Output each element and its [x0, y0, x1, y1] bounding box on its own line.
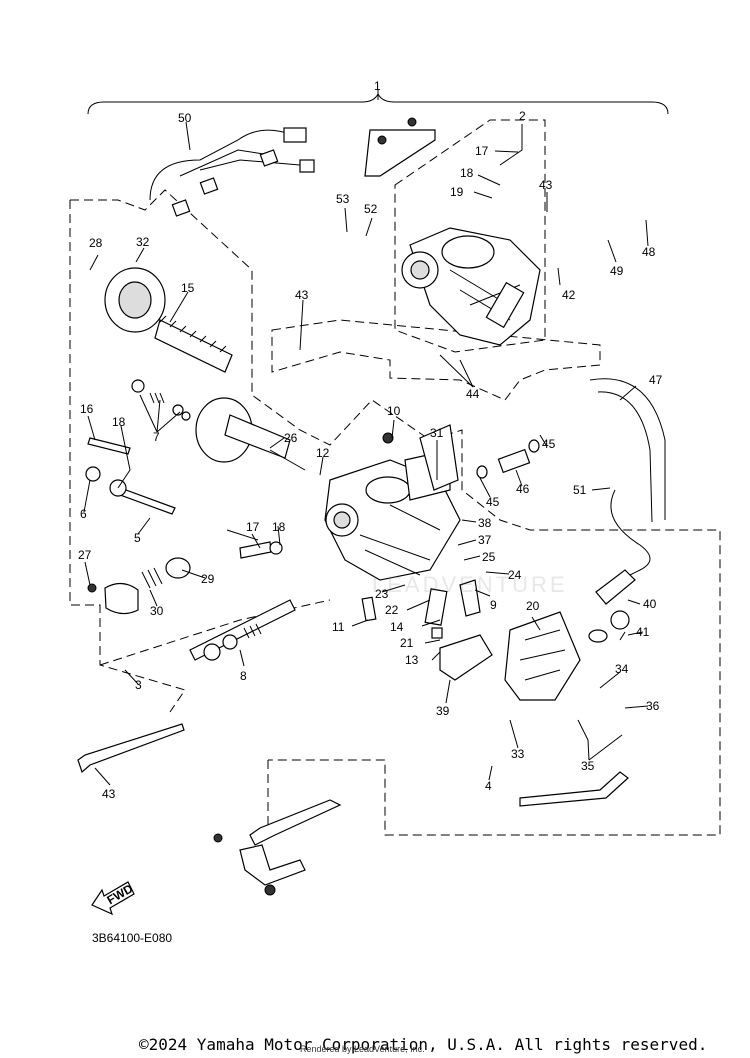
- hoses: [419, 378, 666, 523]
- callout-21: 21: [400, 636, 414, 650]
- wire-harness: [149, 127, 315, 217]
- callout-20: 20: [526, 599, 540, 613]
- callout-23: 23: [375, 587, 389, 601]
- bracket-and-plates: [77, 723, 342, 896]
- callout-49: 49: [610, 264, 624, 278]
- callout-7: 7: [153, 430, 160, 444]
- float-parts: [361, 579, 493, 681]
- jets-and-springs: [85, 379, 296, 661]
- callout-40: 40: [643, 597, 657, 611]
- callout-12: 12: [316, 446, 330, 460]
- callout-30: 30: [150, 604, 164, 618]
- callout-10: 10: [387, 404, 401, 418]
- callout-11: 11: [332, 620, 345, 634]
- callout-50: 50: [178, 111, 192, 125]
- callout-9: 9: [490, 598, 497, 612]
- callout-51: 51: [573, 483, 587, 497]
- watermark: LEADVENTURE: [372, 572, 568, 597]
- callout-6: 6: [80, 507, 87, 521]
- callout-26: 26: [284, 431, 298, 445]
- callout-45-lower: 45: [486, 495, 500, 509]
- callout-34: 34: [615, 662, 629, 676]
- callout-53: 53: [336, 192, 350, 206]
- callout-33: 33: [511, 747, 525, 761]
- callout-52: 52: [364, 202, 378, 216]
- callout-48: 48: [642, 245, 656, 259]
- throttle-cable-and-sensor: [519, 489, 651, 807]
- callout-14: 14: [390, 620, 404, 634]
- callout-42: 42: [562, 288, 576, 302]
- rendered-by: Rendered by LeadVenture, Inc.: [300, 1044, 425, 1054]
- callout-38: 38: [478, 516, 492, 530]
- callout-43-upper: 43: [539, 178, 553, 192]
- float-chamber-cover: [504, 611, 581, 701]
- fwd-arrow: FWD: [91, 881, 136, 916]
- callout-5: 5: [134, 531, 141, 545]
- callout-labels: 1 2 3 4 5 6 7 8 9 10 11 12 13 14 15 16 1…: [78, 79, 663, 801]
- callout-22: 22: [385, 603, 399, 617]
- callout-13: 13: [405, 653, 419, 667]
- callout-15: 15: [181, 281, 195, 295]
- callout-1: 1: [374, 79, 381, 93]
- callout-45-upper: 45: [542, 437, 556, 451]
- callout-16: 16: [80, 402, 94, 416]
- diagram-code: 3B64100-E080: [92, 931, 173, 945]
- callout-44: 44: [466, 387, 480, 401]
- callout-18-left: 18: [112, 415, 126, 429]
- callout-35: 35: [581, 759, 595, 773]
- callout-36: 36: [646, 699, 660, 713]
- callout-39: 39: [436, 704, 450, 718]
- callout-37: 37: [478, 533, 492, 547]
- main-carburetor-body: [324, 432, 461, 581]
- callout-24: 24: [508, 568, 522, 582]
- callout-28: 28: [89, 236, 103, 250]
- callout-29: 29: [201, 572, 215, 586]
- callout-32: 32: [136, 235, 150, 249]
- callout-47: 47: [649, 373, 663, 387]
- upper-carburetor-body: [364, 117, 541, 346]
- callout-43-middle: 43: [295, 288, 309, 302]
- callout-8: 8: [240, 669, 247, 683]
- callout-18-lower: 18: [272, 520, 286, 534]
- callout-18-upper: 18: [460, 166, 474, 180]
- callout-25: 25: [482, 550, 496, 564]
- callout-46: 46: [516, 482, 530, 496]
- callout-2: 2: [519, 109, 526, 123]
- callout-43-lower: 43: [102, 787, 116, 801]
- callout-4: 4: [485, 779, 492, 793]
- callout-17-lower: 17: [246, 520, 260, 534]
- leader-lines: [83, 90, 649, 786]
- callout-17-upper: 17: [475, 144, 489, 158]
- copyright-notice: ©2024 Yamaha Motor Corporation, U.S.A. A…: [139, 1035, 708, 1054]
- callout-41: 41: [636, 625, 650, 639]
- callout-27: 27: [78, 548, 92, 562]
- dashed-group-lines: [69, 119, 721, 836]
- fwd-label: FWD: [105, 881, 136, 907]
- callout-3: 3: [135, 678, 142, 692]
- callout-19: 19: [450, 185, 464, 199]
- diaphragm-assembly: [104, 267, 306, 471]
- callout-31: 31: [430, 426, 444, 440]
